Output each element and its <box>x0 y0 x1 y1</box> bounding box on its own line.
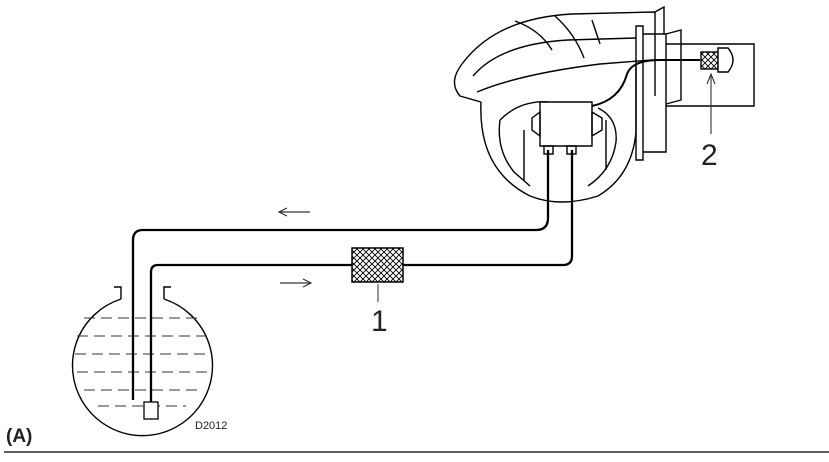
oil-tank <box>71 286 214 437</box>
panel-label: (A) <box>6 426 33 447</box>
suction-foot-valve <box>143 401 159 420</box>
arrow-right-icon <box>280 278 313 288</box>
filter-callout-number: 1 <box>371 305 388 338</box>
nozzle-filter-callout-number: 2 <box>701 139 718 172</box>
nozzle-filter <box>700 51 719 70</box>
burner-housing <box>453 5 755 203</box>
drawing-code: D2012 <box>195 420 228 432</box>
tank-liquid-level <box>75 317 211 407</box>
callout-2-arrow <box>706 72 716 134</box>
crosshatch-filter-icon <box>351 247 404 283</box>
nozzle-tip <box>717 47 734 73</box>
arrow-left-icon <box>277 207 310 217</box>
return-pipe <box>131 150 550 400</box>
